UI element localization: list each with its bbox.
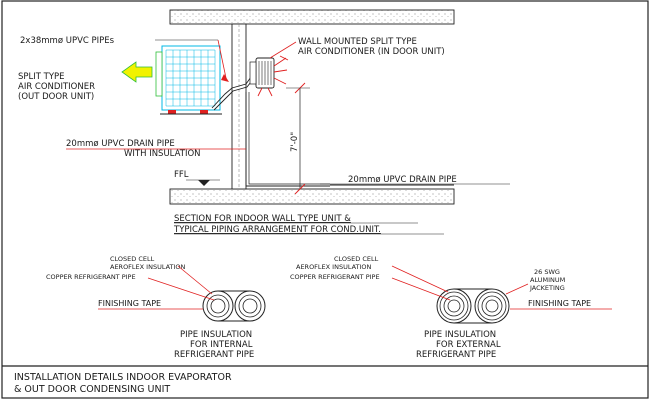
left-closed-cell-1: CLOSED CELL	[110, 255, 155, 263]
outdoor-label-1: SPLIT TYPE	[18, 72, 65, 82]
drain-pipe	[245, 92, 330, 187]
drain-label-2: WITH INSULATION	[124, 149, 201, 159]
left-copper: COPPER REFRIGERANT PIPE	[46, 273, 136, 281]
outdoor-label-2: AIR CONDITIONER	[18, 82, 95, 92]
right-swg-3: JACKETING	[529, 284, 565, 292]
drain-floor-label: 20mmø UPVC DRAIN PIPE	[348, 175, 457, 185]
indoor-label-2: AIR CONDITIONER (IN DOOR UNIT)	[298, 47, 445, 57]
floor-slab	[169, 188, 455, 205]
height-dimension-label: 7'-0"	[290, 132, 300, 152]
left-closed-cell-2: AEROFLEX INSULATION	[110, 263, 186, 271]
pipes-label: 2x38mmø UPVC PIPEs	[20, 36, 115, 46]
refrigerant-pipe	[211, 69, 257, 109]
sheet-title-2: & OUT DOOR CONDENSING UNIT	[14, 384, 170, 395]
right-tape: FINISHING TAPE	[528, 299, 591, 308]
pipes-leader-drop	[217, 39, 227, 79]
ceiling-slab	[169, 9, 455, 25]
right-caption-2: FOR EXTERNAL	[436, 340, 501, 350]
internal-pipe-detail	[202, 290, 266, 322]
airflow-arrow-icon	[121, 61, 153, 83]
condenser-coil-grid	[165, 49, 216, 107]
right-closed-cell-leader	[391, 265, 449, 293]
section-caption-1: SECTION FOR INDOOR WALL TYPE UNIT &	[174, 214, 351, 224]
right-swg-2: ALUMINUM	[530, 276, 565, 284]
right-closed-cell-2: AEROFLEX INSULATION	[296, 263, 372, 271]
left-copper-leader	[147, 277, 215, 301]
left-closed-cell-leader	[177, 265, 213, 295]
drain-pipe-inner	[248, 92, 330, 185]
outdoor-unit	[155, 45, 222, 115]
section-caption-2: TYPICAL PIPING ARRANGEMENT FOR COND.UNIT…	[173, 225, 381, 235]
ffl-marker-icon	[198, 180, 210, 186]
external-pipe-detail	[436, 288, 510, 324]
right-caption-1: PIPE INSULATION	[424, 330, 496, 340]
right-swg-1: 26 SWG	[534, 268, 560, 276]
sheet-title-1: INSTALLATION DETAILS INDOOR EVAPORATOR	[14, 372, 232, 383]
left-tape: FINISHING TAPE	[98, 299, 161, 308]
indoor-unit	[249, 55, 289, 97]
right-swg-leader	[505, 283, 529, 295]
right-closed-cell-1: CLOSED CELL	[334, 255, 379, 263]
pipes-arrow-icon	[221, 74, 229, 82]
left-caption-3: REFRIGERANT PIPE	[174, 350, 254, 360]
right-copper-leader	[391, 277, 451, 301]
outdoor-label-3: (OUT DOOR UNIT)	[18, 92, 94, 102]
left-caption-1: PIPE INSULATION	[180, 330, 252, 340]
drain-label-1: 20mmø UPVC DRAIN PIPE	[66, 139, 175, 149]
ffl-label: FFL	[174, 170, 189, 180]
indoor-leader	[269, 41, 297, 59]
right-copper: COPPER REFRIGERANT PIPE	[290, 273, 380, 281]
indoor-label-1: WALL MOUNTED SPLIT TYPE	[298, 37, 417, 47]
height-dimension	[286, 82, 310, 195]
right-caption-3: REFRIGERANT PIPE	[416, 350, 496, 360]
left-caption-2: FOR INTERNAL	[190, 340, 253, 350]
